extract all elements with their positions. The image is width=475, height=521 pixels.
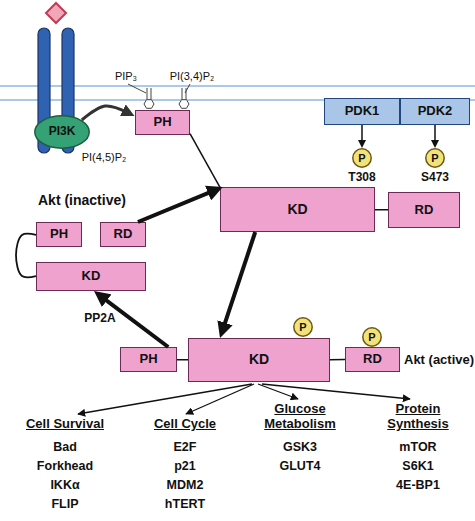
phosphate-circle: P	[293, 317, 313, 337]
ligand-diamond	[46, 3, 66, 23]
leader-line	[128, 84, 146, 93]
leader-line	[185, 84, 190, 93]
target-item: 4E-BP1	[358, 478, 475, 492]
target-item: Forkhead	[5, 459, 125, 473]
connector	[82, 106, 128, 120]
connector	[177, 359, 188, 361]
node-shape	[294, 318, 312, 336]
category-heading: Cell Survival	[10, 417, 120, 432]
node-text: P	[358, 152, 365, 164]
node-text: PH	[139, 352, 157, 366]
target-item: hTERT	[125, 497, 245, 511]
domain-box: PH	[36, 222, 82, 247]
node-text: KD	[287, 202, 307, 217]
node-text: P	[431, 152, 438, 164]
domain-box: KD	[36, 262, 146, 291]
edge-label: PP2A	[70, 312, 130, 326]
node-text: KD	[82, 269, 101, 283]
node-shape	[363, 328, 381, 346]
state-label: Akt (active)	[404, 353, 474, 368]
fan-arrow	[78, 384, 252, 414]
target-item: E2F	[125, 440, 245, 454]
node-text: RD	[415, 203, 434, 217]
phosphate-circle: P	[352, 148, 372, 168]
kinase-box: PDK1	[324, 98, 400, 125]
category-heading: Glucose Metabolism	[250, 402, 350, 432]
node-text: RD	[363, 352, 382, 366]
target-item: S6K1	[358, 459, 475, 473]
kinase-box: PDK2	[400, 98, 470, 125]
site-label: S473	[375, 171, 475, 185]
site-label: T308	[302, 171, 422, 185]
phosphate-circle: P	[362, 327, 382, 347]
domain-box: RD	[100, 222, 146, 247]
domain-box: KD	[188, 338, 330, 382]
category-heading: Protein Synthesis	[373, 402, 463, 432]
fan-arrow	[186, 384, 254, 414]
lipid-tail	[151, 88, 152, 100]
node-text: KD	[249, 352, 269, 367]
phosphate-circle: P	[425, 148, 445, 168]
connector	[16, 234, 36, 277]
target-item: p21	[125, 459, 245, 473]
lipid-head	[179, 100, 189, 109]
target-item: FLIP	[5, 497, 125, 511]
kinase-ellipse: PI3K	[34, 115, 90, 149]
lipid-label: PI(3,4)P₂	[132, 70, 252, 83]
target-item: IKKα	[5, 478, 125, 492]
fan-arrow	[262, 384, 410, 399]
node-text: PH	[153, 115, 171, 129]
state-label: Akt (inactive)	[38, 192, 126, 208]
node-text: PDK1	[345, 104, 380, 118]
connector	[223, 232, 255, 329]
connector	[138, 191, 214, 222]
node-shape	[35, 116, 89, 148]
domain-box: PH	[120, 347, 177, 372]
connector	[330, 359, 345, 361]
target-item: Bad	[5, 440, 125, 454]
domain-box: RD	[345, 347, 400, 372]
domain-box: RD	[388, 192, 460, 228]
target-item: mTOR	[358, 440, 475, 454]
target-item: MDM2	[125, 478, 245, 492]
target-item: GLUT4	[240, 459, 360, 473]
node-text: PH	[50, 227, 68, 241]
node-text: PI3K	[49, 125, 76, 138]
lipid-head	[144, 100, 154, 109]
node-text: PDK2	[418, 104, 453, 118]
lipid-tail	[182, 88, 183, 100]
connector	[434, 125, 436, 143]
node-shape	[426, 149, 444, 167]
connector	[190, 134, 220, 188]
node-text: P	[368, 331, 375, 343]
target-item: GSK3	[240, 440, 360, 454]
lipid-label: PIP₃	[66, 70, 186, 83]
connector	[361, 125, 363, 143]
domain-box: PH	[135, 110, 190, 135]
node-shape	[353, 149, 371, 167]
category-heading: Cell Cycle	[130, 417, 240, 432]
domain-box: KD	[220, 187, 375, 232]
connector	[102, 297, 169, 347]
node-text: RD	[114, 227, 133, 241]
lipid-label: PI(4,5)P₂	[44, 151, 164, 164]
lipid-tail	[147, 88, 148, 100]
node-text: P	[299, 321, 306, 333]
connector	[375, 209, 388, 211]
